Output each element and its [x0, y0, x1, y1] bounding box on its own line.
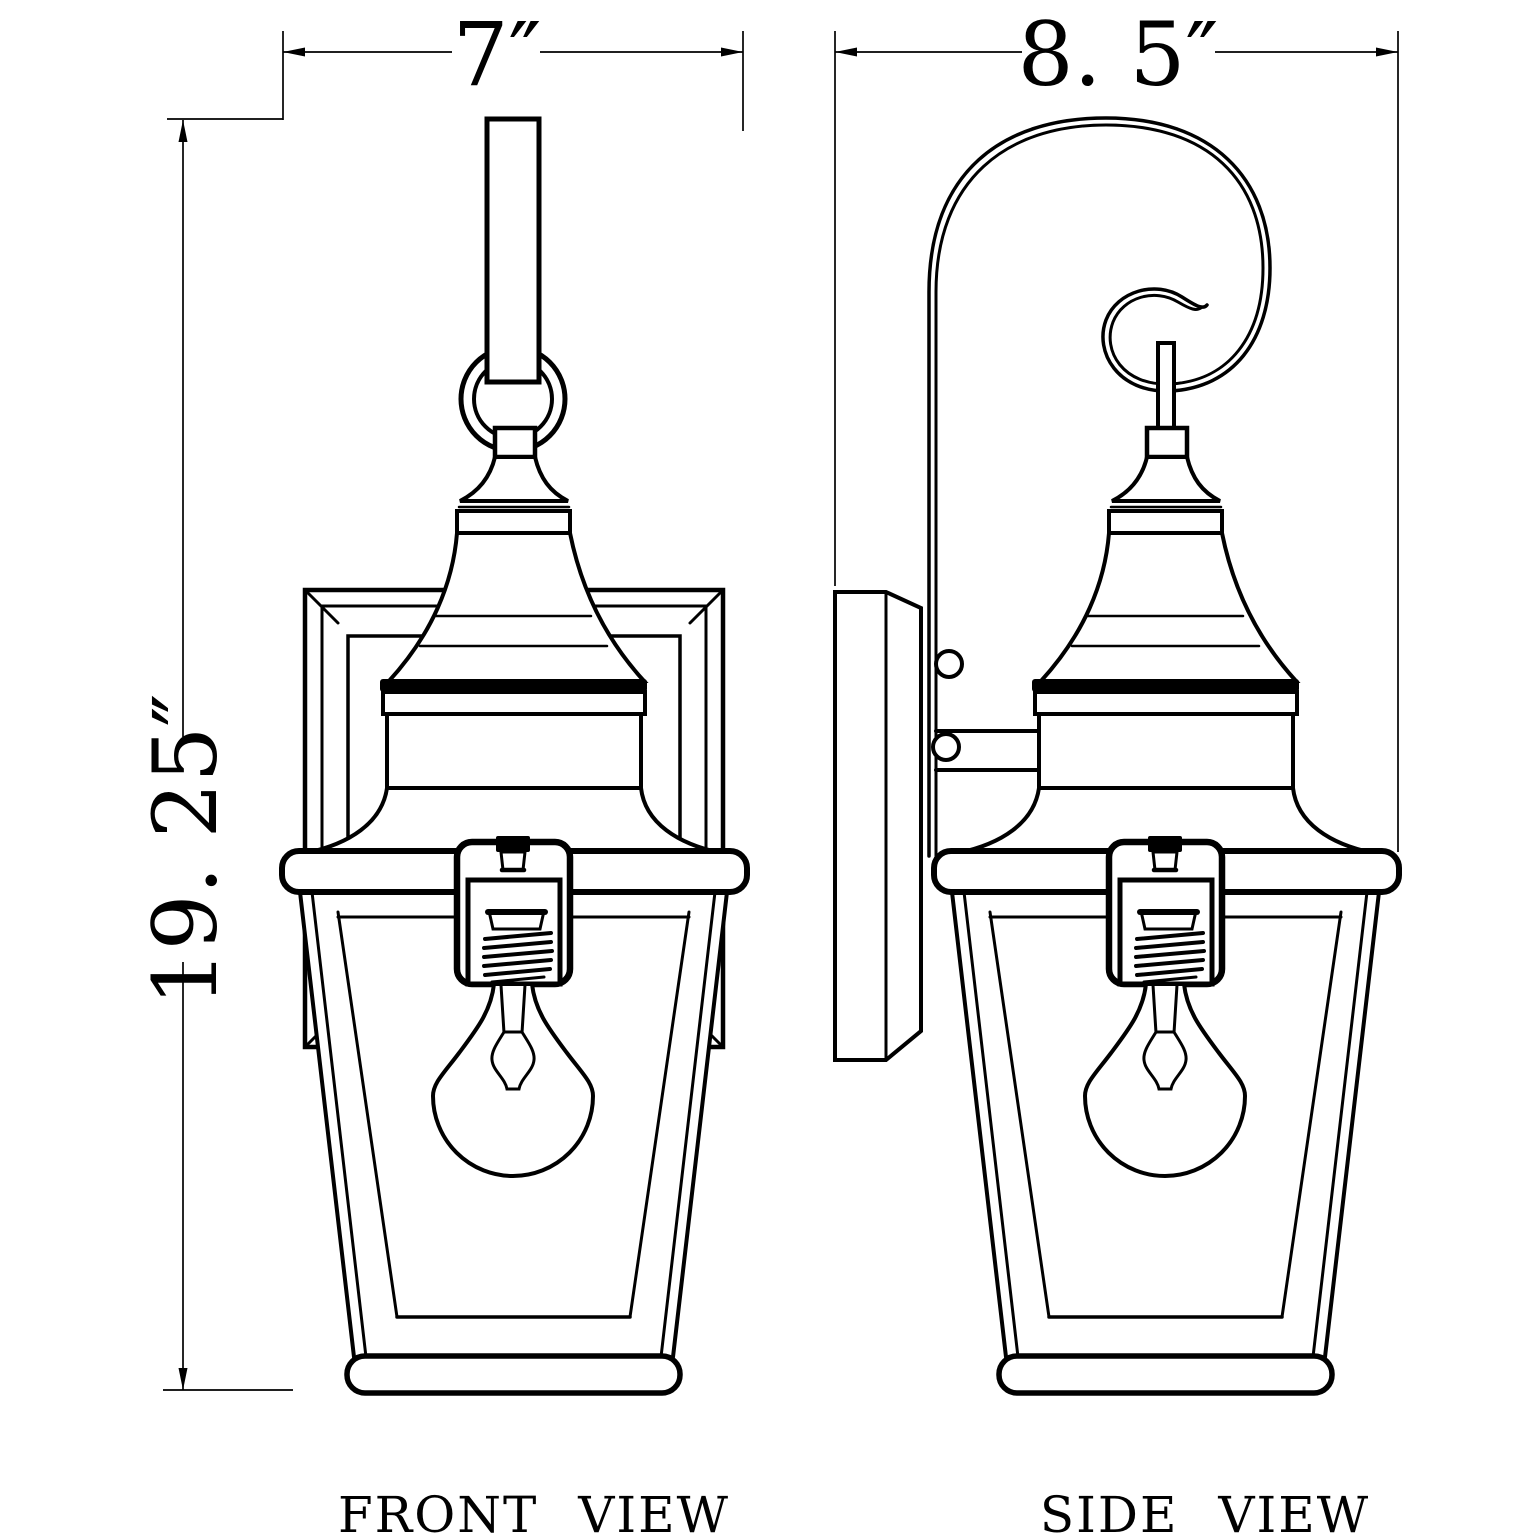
arrow-top [178, 120, 188, 142]
side-view-label: SIDE VIEW [1040, 1486, 1370, 1536]
mounting-stem [484, 116, 542, 385]
dim-text-height: 19. 25″ [134, 694, 237, 1007]
arrow-left [283, 47, 305, 57]
side-wall-plate [833, 590, 923, 1062]
bolt-upper [934, 649, 964, 679]
arrow-bottom [178, 1368, 188, 1390]
dim-text-side-depth: 8. 5″ [1018, 3, 1219, 106]
scroll-outer-line [927, 116, 1272, 858]
side-lantern-body [934, 428, 1399, 1393]
front-view-label: FRONT VIEW [338, 1486, 730, 1536]
scroll-arm [927, 116, 1272, 858]
extension-lines [163, 31, 1399, 1391]
side-view [833, 116, 1399, 1393]
dim-text-front-width: 7″ [453, 3, 542, 106]
dimensions: 7″ 8. 5″ 19. 25″ [134, 3, 1399, 1391]
front-view [282, 116, 747, 1393]
front-lantern-body [282, 428, 747, 1393]
dim-side-depth: 8. 5″ [835, 3, 1398, 106]
arrow-left [835, 47, 857, 57]
support-arm [934, 729, 1042, 772]
dim-height: 19. 25″ [134, 120, 237, 1390]
arrow-right [1376, 47, 1398, 57]
plate-side-outline [833, 590, 923, 1062]
arrow-right [721, 47, 743, 57]
dim-front-width: 7″ [283, 3, 743, 106]
scroll-inner-line [934, 123, 1265, 858]
bolt-lower [931, 732, 961, 762]
